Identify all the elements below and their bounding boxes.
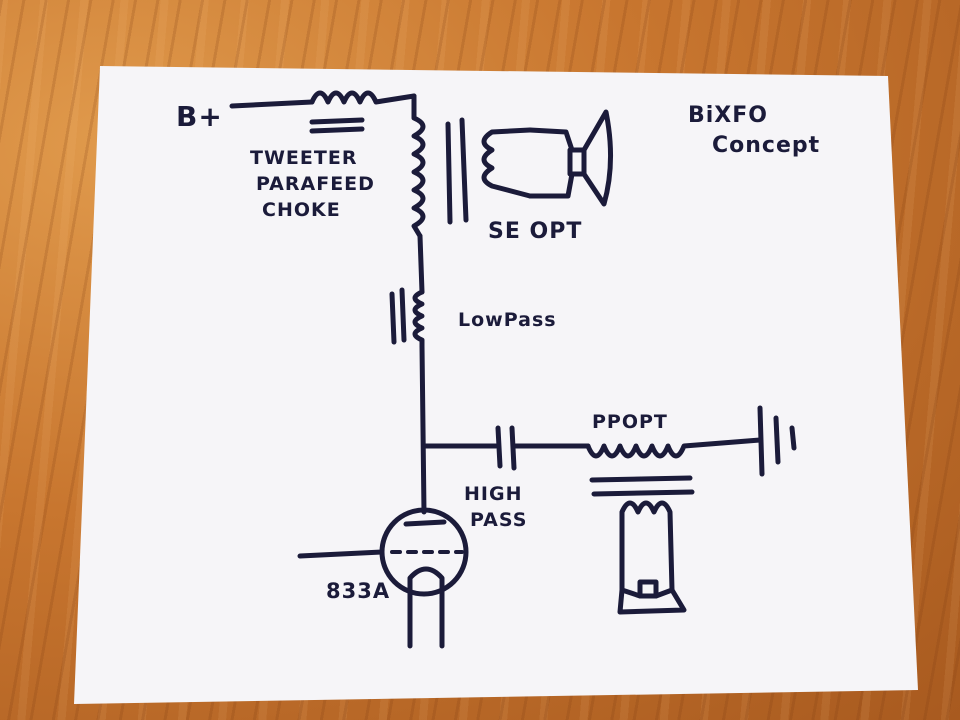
ppopt-label: PPOPT <box>592 411 668 433</box>
ppopt-core-2 <box>591 489 695 497</box>
se-opt-wire-bottom <box>527 171 575 199</box>
grid-lead <box>297 549 385 559</box>
low-pass-core-1 <box>389 291 397 345</box>
woofer-cone <box>617 587 687 615</box>
ground-plate-1 <box>757 405 765 477</box>
tweeter-choke-label-3: CHOKE <box>262 199 341 221</box>
ppopt-primary-coil <box>585 437 763 459</box>
se-opt-wire-top <box>527 127 575 153</box>
main-wire-2 <box>419 343 427 515</box>
se-opt-label: SE OPT <box>488 219 582 244</box>
ground-plate-3 <box>789 425 797 451</box>
tweeter-choke-label-1: TWEETER <box>250 147 357 169</box>
se-opt-secondary-coil <box>481 127 533 199</box>
main-wire-1 <box>417 233 425 295</box>
tube-filament <box>407 566 445 649</box>
tweeter-choke-label-2: PARAFEED <box>256 173 375 195</box>
title-line2: Concept <box>712 133 820 158</box>
high-pass-label-1: HIGH <box>464 483 522 505</box>
title-line1: BiXFO <box>688 103 768 128</box>
low-pass-coil <box>412 289 425 349</box>
tweeter-speaker-cone <box>581 109 613 207</box>
ground-plate-2 <box>773 415 781 465</box>
se-opt-core-1 <box>445 121 453 225</box>
ppopt-core-1 <box>589 475 693 483</box>
low-pass-label: LowPass <box>458 309 557 331</box>
ppopt-secondary-coil <box>619 500 675 593</box>
cap-plate-1 <box>495 425 503 469</box>
b-plus-label: B+ <box>176 100 223 133</box>
b-plus-wire <box>229 99 315 109</box>
choke-core-2 <box>309 126 365 134</box>
se-opt-core-2 <box>459 117 469 223</box>
high-pass-label-2: PASS <box>470 509 527 531</box>
tube-label: 833A <box>326 579 390 603</box>
choke-core-1 <box>309 117 365 125</box>
se-opt-primary-coil <box>411 93 426 239</box>
choke-coil <box>309 90 417 105</box>
tube-plate <box>403 519 447 527</box>
paper-sheet <box>74 66 918 704</box>
low-pass-core-2 <box>399 287 407 343</box>
